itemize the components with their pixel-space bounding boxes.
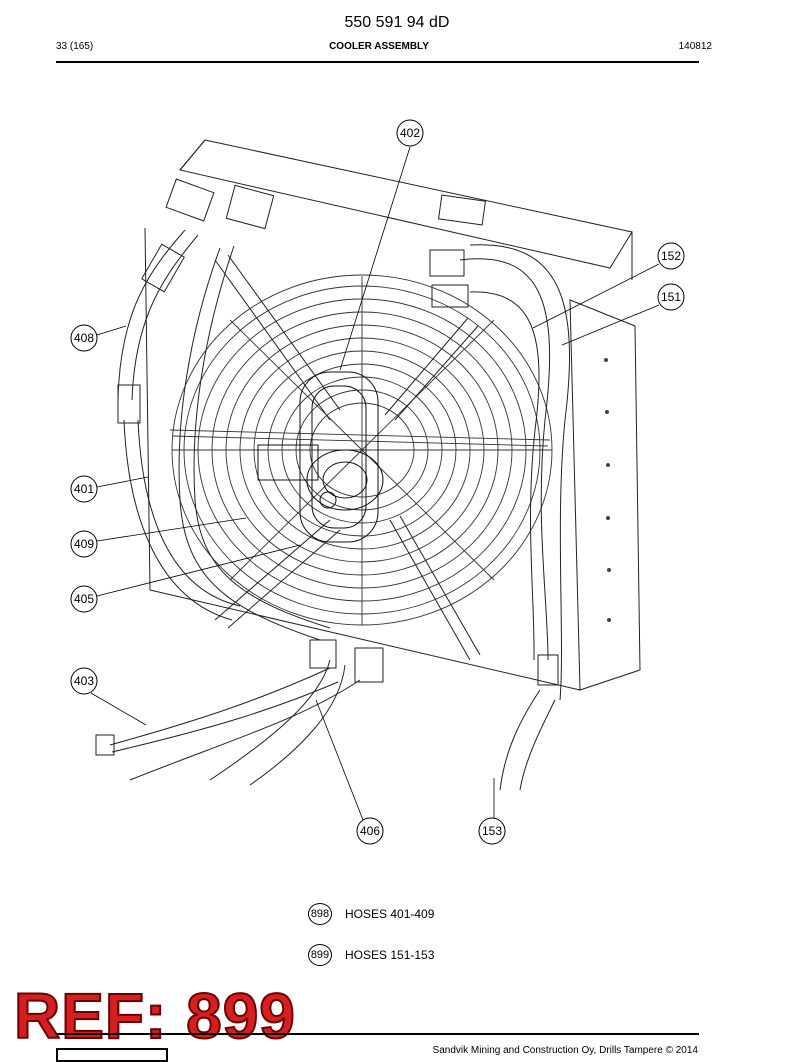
svg-text:401: 401 bbox=[74, 482, 94, 496]
svg-text:153: 153 bbox=[482, 824, 502, 838]
callout-151: 151 bbox=[657, 283, 685, 311]
callout-401: 401 bbox=[70, 475, 98, 503]
callout-152: 152 bbox=[657, 242, 685, 270]
legend-label-898: HOSES 401-409 bbox=[345, 907, 435, 921]
ref-stamp: REF: 899 bbox=[13, 980, 296, 1052]
hydraulic-motor bbox=[257, 371, 384, 543]
callout-409: 409 bbox=[70, 530, 98, 558]
callout-403: 403 bbox=[70, 667, 98, 695]
cooler-housing-side bbox=[569, 299, 641, 691]
revision-date: 140812 bbox=[678, 41, 712, 52]
document-number: 550 591 94 dD bbox=[344, 14, 450, 31]
callout-405: 405 bbox=[70, 585, 98, 613]
callout-153: 153 bbox=[478, 817, 506, 845]
footer-copyright: Sandvik Mining and Construction Oy, Dril… bbox=[432, 1045, 698, 1056]
callout-406: 406 bbox=[356, 817, 384, 845]
header-rule bbox=[56, 61, 699, 63]
svg-text:409: 409 bbox=[74, 537, 94, 551]
legend-ref-898: 898 bbox=[308, 903, 332, 925]
callout-408: 408 bbox=[70, 324, 98, 352]
fan-guard bbox=[169, 274, 553, 626]
hoses-right bbox=[429, 244, 570, 791]
svg-text:408: 408 bbox=[74, 331, 94, 345]
hoses-bottom bbox=[95, 639, 384, 786]
svg-text:403: 403 bbox=[74, 674, 94, 688]
svg-text:402: 402 bbox=[400, 126, 420, 140]
footer-rule bbox=[56, 1033, 699, 1035]
housing-bracket bbox=[437, 194, 487, 226]
support-struts bbox=[214, 254, 481, 661]
sandvik-logo bbox=[56, 1048, 168, 1062]
cooler-assembly-drawing: 402 152 151 408 401 409 405 403 406 153 bbox=[70, 119, 685, 845]
callout-402: 402 bbox=[396, 119, 424, 147]
svg-text:405: 405 bbox=[74, 592, 94, 606]
svg-text:406: 406 bbox=[360, 824, 380, 838]
legend-label-899: HOSES 151-153 bbox=[345, 948, 435, 962]
page-number: 33 (165) bbox=[56, 41, 94, 52]
page-title: COOLER ASSEMBLY bbox=[329, 41, 429, 52]
legend-ref-899: 899 bbox=[308, 944, 332, 966]
legend-row-898: 898 HOSES 401-409 bbox=[308, 903, 434, 925]
hoses-left bbox=[117, 178, 331, 641]
svg-text:151: 151 bbox=[661, 290, 681, 304]
svg-text:152: 152 bbox=[661, 249, 681, 263]
legend-row-899: 899 HOSES 151-153 bbox=[308, 944, 434, 966]
